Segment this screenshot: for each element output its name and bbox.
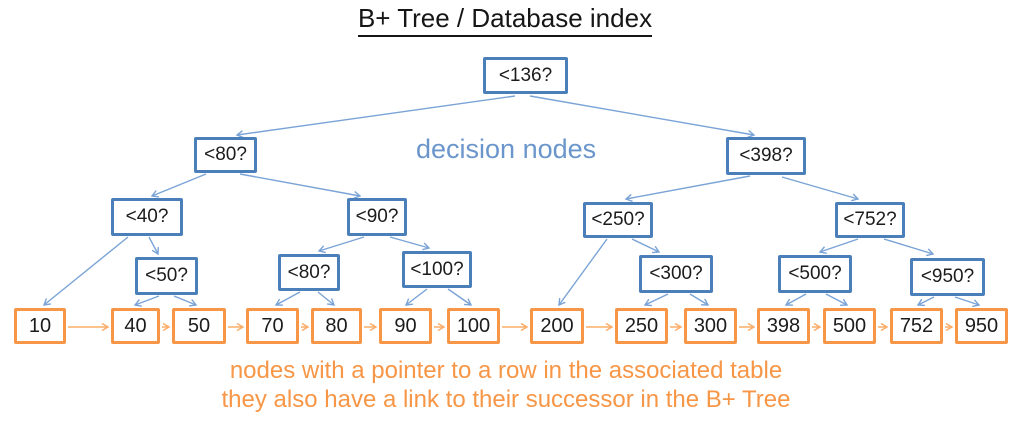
- leaf-node-250: 250: [615, 308, 668, 344]
- leaf-node-80: 80: [311, 308, 362, 344]
- decision-node-50: <50?: [135, 257, 198, 295]
- leaf-note-line2: they also have a link to their successor…: [221, 386, 791, 413]
- decision-node-752: <752?: [835, 202, 905, 238]
- leaf-note-line1: nodes with a pointer to a row in the ass…: [229, 357, 783, 384]
- decision-node-80: <80?: [194, 137, 257, 173]
- leaf-node-40: 40: [111, 308, 160, 344]
- decision-node-40: <40?: [111, 198, 183, 236]
- decision-node-90: <90?: [347, 198, 407, 236]
- decision-node-250: <250?: [583, 202, 653, 238]
- decision-edges: [42, 95, 981, 308]
- leaf-node-100: 100: [447, 308, 500, 344]
- page-title: B+ Tree / Database index: [0, 3, 1010, 37]
- leaf-node-500: 500: [823, 308, 876, 344]
- leaf-node-200: 200: [530, 308, 584, 344]
- decision-node-136: <136?: [483, 57, 568, 94]
- decision-node-300: <300?: [639, 255, 713, 293]
- leaf-node-752: 752: [890, 308, 943, 344]
- decision-nodes-caption: decision nodes: [416, 134, 597, 164]
- leaf-node-10: 10: [14, 308, 66, 344]
- leaf-node-950: 950: [955, 308, 1008, 344]
- page-title-text: B+ Tree / Database index: [357, 3, 653, 37]
- leaf-node-398: 398: [757, 308, 810, 344]
- leaf-node-300: 300: [684, 308, 737, 344]
- leaf-node-90: 90: [379, 308, 432, 344]
- decision-node-500: <500?: [778, 255, 852, 293]
- decision-node-398: <398?: [726, 137, 806, 175]
- leaf-node-50: 50: [172, 308, 226, 344]
- leaf-node-70: 70: [246, 308, 299, 344]
- decision-node-100: <100?: [402, 251, 472, 288]
- decision-node-80-right: <80?: [278, 254, 340, 291]
- decision-node-950: <950?: [910, 258, 985, 296]
